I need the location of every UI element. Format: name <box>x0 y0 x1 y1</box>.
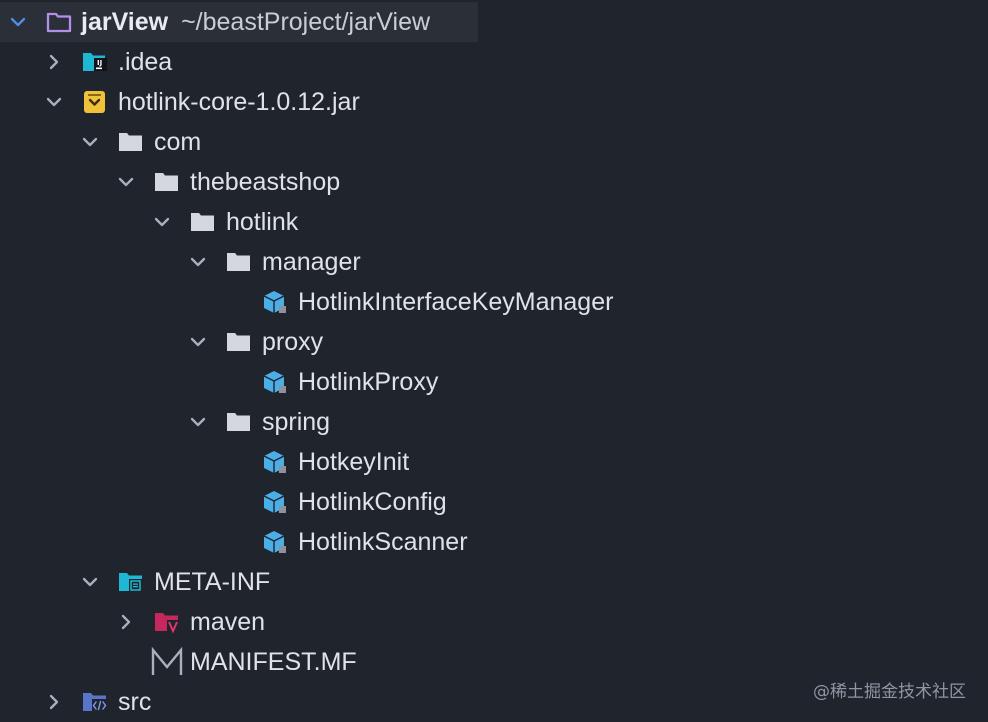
tree-item-label: META-INF <box>154 568 271 596</box>
module-folder-icon <box>46 12 72 33</box>
tree-item-label: MANIFEST.MF <box>190 648 357 676</box>
root-label: jarView ~/beastProject/jarView <box>81 2 430 42</box>
tree-row-root[interactable]: jarView ~/beastProject/jarView <box>0 2 478 42</box>
class-icon <box>263 491 286 513</box>
meta-folder-icon <box>119 573 142 592</box>
tree-item-label: hotlink-core-1.0.12.jar <box>118 88 360 116</box>
chevron-down-icon[interactable] <box>81 133 99 151</box>
chevron-down-icon[interactable] <box>153 213 171 231</box>
maven-folder-icon <box>155 613 179 634</box>
tree-item-label: HotlinkScanner <box>298 528 468 556</box>
tree-item-label: HotlinkProxy <box>298 368 439 396</box>
chevron-down-icon[interactable] <box>81 573 99 591</box>
folder-icon <box>227 253 250 271</box>
folder-icon <box>155 173 178 191</box>
tree-item-label: spring <box>262 408 331 436</box>
class-icon <box>263 371 286 393</box>
project-name: jarView <box>81 8 169 36</box>
tree-item-label: .idea <box>118 48 173 76</box>
idea-folder-icon: IJ <box>83 53 107 71</box>
tree-item-label: HotlinkInterfaceKeyManager <box>298 288 614 316</box>
jar-icon <box>84 91 105 113</box>
chevron-right-icon[interactable] <box>45 53 63 71</box>
tree-item-label: src <box>118 688 152 716</box>
tree-item-label: thebeastshop <box>190 168 341 196</box>
class-icon <box>263 291 286 313</box>
watermark: @稀土掘金技术社区 <box>813 682 966 702</box>
tree-item-label: hotlink <box>226 208 299 236</box>
folder-icon <box>227 413 250 431</box>
tree-item-label: maven <box>190 608 266 636</box>
chevron-down-icon[interactable] <box>189 413 207 431</box>
chevron-down-icon[interactable] <box>9 13 27 31</box>
chevron-right-icon[interactable] <box>117 613 135 631</box>
project-path: ~/beastProject/jarView <box>181 8 431 36</box>
folder-icon <box>191 213 214 231</box>
chevron-right-icon[interactable] <box>45 693 63 711</box>
chevron-down-icon[interactable] <box>117 173 135 191</box>
tree-item-label: proxy <box>262 328 324 356</box>
source-folder-icon <box>83 693 107 712</box>
tree-item-label: com <box>154 128 202 156</box>
class-icon <box>263 531 286 553</box>
chevron-down-icon[interactable] <box>45 93 63 111</box>
svg-text:IJ: IJ <box>97 59 102 67</box>
tree-item-label: HotkeyInit <box>298 448 410 476</box>
chevron-down-icon[interactable] <box>189 253 207 271</box>
class-icon <box>263 451 286 473</box>
folder-icon <box>119 133 142 151</box>
tree-item-label: manager <box>262 248 361 276</box>
folder-icon <box>227 333 250 351</box>
tree-item-label: HotlinkConfig <box>298 488 447 516</box>
chevron-down-icon[interactable] <box>189 333 207 351</box>
manifest-icon <box>151 647 183 675</box>
